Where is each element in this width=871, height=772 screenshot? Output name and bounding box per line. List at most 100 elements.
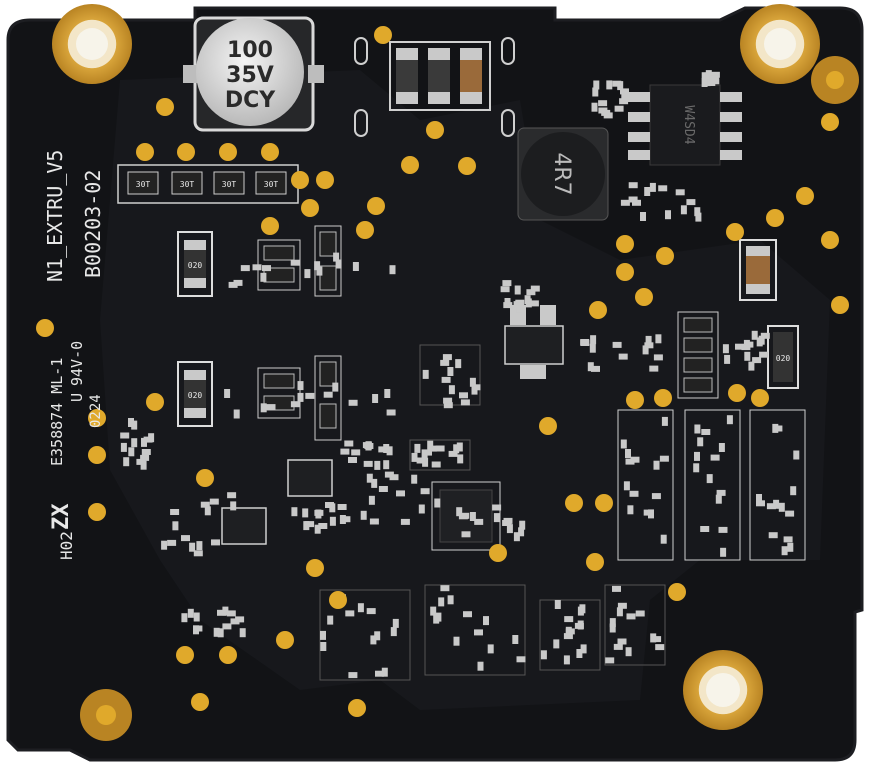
smd-pad (443, 402, 453, 409)
smd-pad (352, 262, 359, 271)
smd-pad (438, 597, 445, 607)
gold-via (316, 171, 334, 189)
smd-pad (701, 78, 708, 87)
smd-pad (694, 424, 701, 434)
smd-pad (297, 381, 304, 391)
smd-pad (785, 510, 795, 517)
smd-pad (563, 633, 573, 640)
smd-pad (400, 518, 410, 525)
smd-pad (305, 521, 315, 528)
smd-pad (580, 340, 590, 346)
part-number-label: B00203-02 (81, 170, 105, 278)
smd-pad (374, 631, 381, 641)
smd-pad (378, 446, 388, 453)
gold-via (458, 157, 476, 175)
smd-pad (304, 269, 311, 279)
smd-pad (612, 585, 621, 592)
smd-pad (392, 618, 399, 628)
smd-pad (660, 534, 667, 544)
smd-pad (620, 439, 627, 449)
smd-pad (483, 616, 489, 626)
mounting-hole-right-small (811, 56, 859, 104)
gold-via (348, 699, 366, 717)
smd-pad (266, 404, 276, 411)
smd-pad (512, 635, 519, 644)
smd-pad (430, 606, 437, 616)
copper-pour (100, 70, 830, 710)
electrolytic-capacitor: 100 35V DCY (183, 16, 324, 132)
smd-pad (239, 628, 246, 638)
smd-pad (630, 456, 640, 463)
smd-pad (524, 295, 531, 305)
smd-pad (759, 351, 769, 358)
smd-pad (375, 670, 384, 677)
smd-pad (618, 353, 628, 360)
smd-pad (635, 610, 645, 617)
smd-pad (781, 546, 788, 556)
smd-pad (435, 445, 445, 452)
smd-pad (620, 199, 630, 206)
smd-pad (411, 452, 418, 462)
smd-pad (170, 509, 180, 515)
smd-pad (357, 603, 364, 613)
smd-pad (652, 636, 662, 643)
smd-pad (627, 505, 634, 515)
smd-pad (314, 524, 321, 534)
smd-pad (606, 80, 613, 90)
gold-via (291, 171, 309, 189)
smd-pad (442, 354, 452, 361)
smd-pad (744, 351, 751, 361)
smd-pad (752, 357, 762, 364)
smd-pad (453, 444, 460, 454)
smd-pad (316, 266, 323, 276)
smd-pad (235, 616, 245, 623)
smd-pad (348, 672, 358, 679)
smd-pad (386, 409, 396, 416)
gold-via (367, 197, 385, 215)
smd-pad (625, 449, 631, 458)
smd-pad (140, 460, 147, 470)
mosfet-lower-left (221, 459, 333, 545)
smd-pad (371, 478, 378, 488)
smd-pad (181, 535, 190, 542)
gold-via (261, 143, 279, 161)
smd-pad (743, 339, 750, 349)
smd-pad (448, 450, 458, 457)
smd-pad (305, 392, 315, 399)
smd-pad (645, 335, 652, 345)
smd-pad (120, 442, 127, 452)
smd-pad (617, 81, 624, 91)
smd-pad (705, 70, 712, 80)
gold-via (626, 391, 644, 409)
smd-pad (565, 628, 575, 635)
smd-pad (383, 444, 390, 453)
gold-via (728, 384, 746, 402)
smd-pad (327, 615, 334, 625)
resistor-group-lower: 020 (177, 355, 342, 441)
smd-pad (213, 627, 220, 637)
smd-pad (420, 488, 430, 495)
smd-pad (290, 259, 300, 266)
smd-pad (709, 75, 719, 82)
smd-pad (766, 503, 776, 510)
smd-pad (613, 643, 623, 650)
smd-pad (396, 490, 405, 497)
gold-via (616, 235, 634, 253)
smd-pad (335, 259, 342, 269)
smd-pad (340, 448, 350, 455)
smd-pad (648, 509, 654, 519)
smd-pad (228, 281, 238, 288)
smd-pad (260, 403, 267, 413)
smd-pad (120, 432, 130, 439)
revision-label-visible: H02 (57, 531, 76, 560)
smd-pad (427, 440, 434, 450)
smd-pad (196, 541, 203, 551)
smd-pad (456, 507, 463, 517)
smd-pad (422, 369, 429, 379)
gold-via (565, 494, 583, 512)
smd-pad (735, 343, 744, 350)
smd-pad (564, 616, 574, 623)
smd-pad (519, 520, 526, 530)
smd-pad (605, 657, 615, 664)
